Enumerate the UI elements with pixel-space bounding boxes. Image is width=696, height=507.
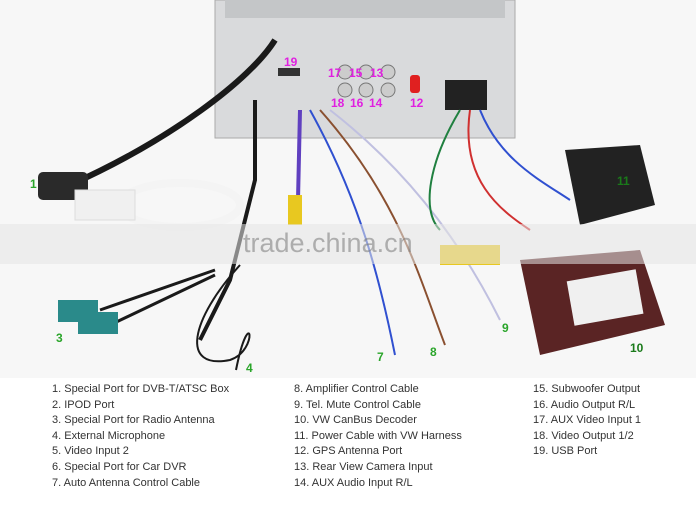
ipod-connector <box>74 189 136 221</box>
legend-column-3: 15. Subwoofer Output 16. Audio Output R/… <box>533 382 641 460</box>
legend-item: 17. AUX Video Input 1 <box>533 414 642 427</box>
legend-item: 11. Power Cable with VW Harness <box>294 429 462 442</box>
antenna-connector-b <box>78 312 118 334</box>
legend-column-1: 1. Special Port for DVB-T/ATSC Box 2. IP… <box>52 382 229 491</box>
callout-19: 19 <box>284 55 298 69</box>
video-input-rca <box>288 195 302 225</box>
callout-15: 15 <box>349 66 363 80</box>
power-harness-connector <box>565 145 655 225</box>
legend-item: 10. VW CanBus Decoder <box>294 414 417 427</box>
legend-column-2: 8. Amplifier Control Cable 9. Tel. Mute … <box>294 382 462 491</box>
callout-4: 4 <box>246 361 253 375</box>
callout-10: 10 <box>630 341 644 355</box>
callout-18: 18 <box>331 96 345 110</box>
legend-item: 19. USB Port <box>533 445 598 458</box>
legend-item: 1. Special Port for DVB-T/ATSC Box <box>52 383 230 395</box>
callout-12: 12 <box>410 96 424 110</box>
callout-3: 3 <box>56 331 63 345</box>
callout-7: 7 <box>377 350 384 364</box>
watermark-band <box>0 224 696 264</box>
legend-item: 9. Tel. Mute Control Cable <box>294 398 421 411</box>
callout-8: 8 <box>430 345 437 359</box>
legend: 1. Special Port for DVB-T/ATSC Box 2. IP… <box>0 378 696 507</box>
legend-item: 12. GPS Antenna Port <box>294 445 403 458</box>
heatsink-top <box>225 0 505 18</box>
callout-1: 1 <box>30 177 37 191</box>
callout-17: 17 <box>328 66 342 80</box>
callout-14: 14 <box>369 96 383 110</box>
legend-item: 5. Video Input 2 <box>52 445 129 458</box>
legend-item: 16. Audio Output R/L <box>533 398 636 411</box>
main-connector <box>445 80 487 110</box>
callout-13: 13 <box>370 66 384 80</box>
usb-port <box>278 68 300 76</box>
product-photo <box>38 0 665 371</box>
gps-antenna-port <box>410 75 420 93</box>
callout-16: 16 <box>350 96 364 110</box>
legend-item: 6. Special Port for Car DVR <box>52 460 187 473</box>
watermark: trade.china.cn <box>243 228 413 258</box>
legend-item: 3. Special Port for Radio Antenna <box>52 414 215 427</box>
legend-item: 8. Amplifier Control Cable <box>294 383 419 395</box>
rca-jacks <box>337 64 396 98</box>
callout-11: 11 <box>617 174 630 188</box>
legend-item: 13. Rear View Camera Input <box>294 460 433 473</box>
callout-9: 9 <box>502 321 509 335</box>
legend-item: 14. AUX Audio Input R/L <box>294 476 413 489</box>
legend-item: 7. Auto Antenna Control Cable <box>52 476 200 489</box>
legend-item: 18. Video Output 1/2 <box>533 429 634 442</box>
legend-item: 2. IPOD Port <box>52 398 115 411</box>
legend-item: 4. External Microphone <box>52 429 166 442</box>
legend-item: 15. Subwoofer Output <box>533 383 641 395</box>
